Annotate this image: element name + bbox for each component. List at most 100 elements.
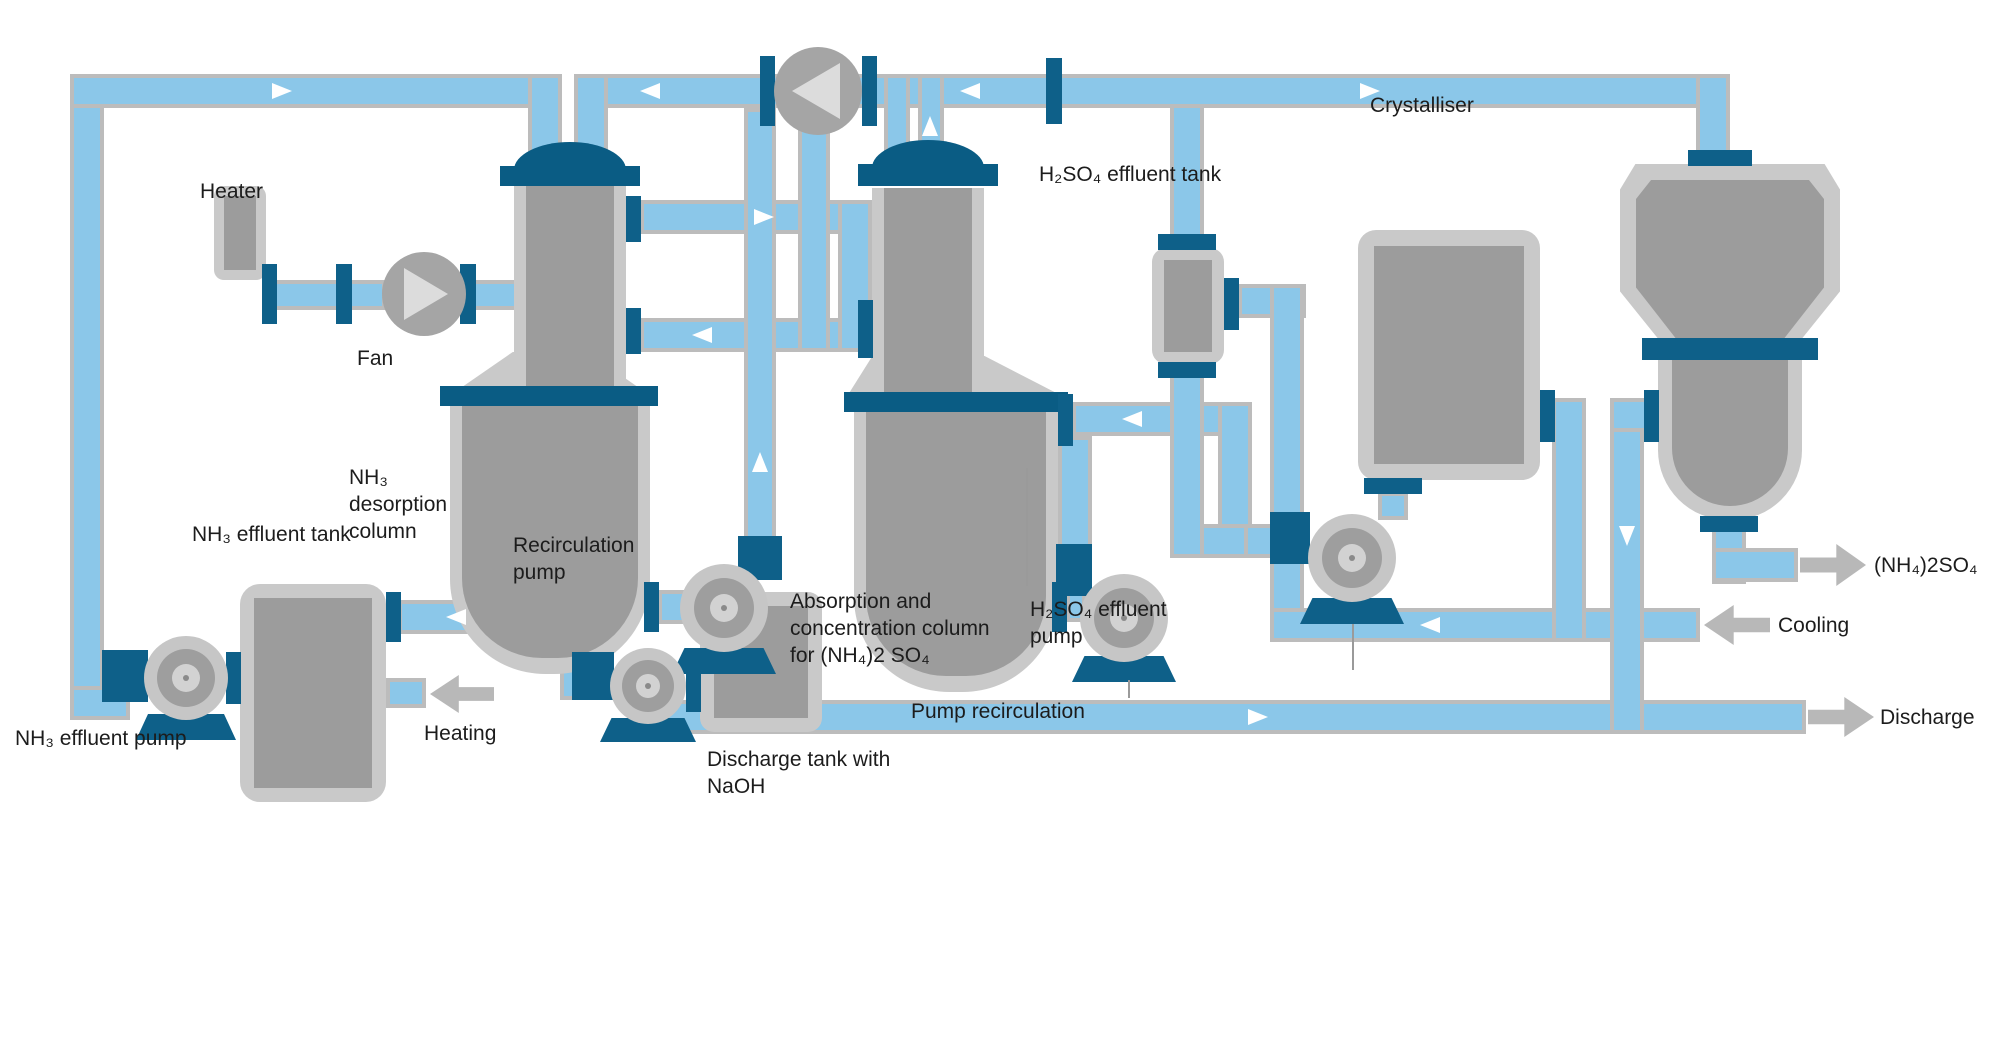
pipe-riser-a	[744, 108, 776, 554]
blower-flange-left	[760, 56, 775, 126]
pipe-absorption-pump-riser	[1058, 436, 1092, 556]
heating-inlet-arrow-icon	[430, 675, 494, 713]
label-nh3-tank: NH₃ effluent tank	[192, 523, 351, 546]
flow-arrow-left-icon	[960, 83, 980, 99]
pipe-v1-tank-cooling	[1552, 398, 1586, 642]
label-desorption-3: column	[349, 520, 417, 543]
h2so4-pump-block	[1270, 512, 1310, 564]
label-heating: Heating	[424, 722, 497, 745]
pipe-heater-fan	[266, 280, 386, 310]
label-naoh-tank-2: NaOH	[707, 775, 766, 798]
pipe-h2so4-tank-down	[1378, 492, 1408, 520]
hx-flange-top	[1158, 234, 1216, 250]
flow-arrow-left-icon	[640, 83, 660, 99]
flow-arrow-left-icon	[1420, 617, 1440, 633]
crystalliser-flange-left	[1644, 390, 1659, 442]
desorption-flange-lower	[626, 308, 641, 354]
desorption-top-inner	[526, 184, 614, 398]
cooling-inlet-arrow-icon	[1704, 605, 1770, 645]
nh3-pump-dot	[183, 675, 189, 681]
crystalliser-flange-bottom	[1700, 516, 1758, 532]
fan-flange-left	[336, 264, 352, 324]
flow-arrow-up-icon	[752, 452, 768, 472]
desorption-body-inner	[462, 400, 638, 658]
pipe-top-left	[70, 74, 562, 108]
pipe-hx-down	[1170, 372, 1204, 558]
flow-arrow-left-icon	[692, 327, 712, 343]
absorption-band	[844, 392, 1068, 412]
desorption-flange-upper	[626, 196, 641, 242]
label-absorption-1: Absorption and	[790, 590, 932, 613]
fan-flange-right	[460, 264, 476, 324]
crystalliser-band	[1642, 338, 1818, 360]
naoh-pump-block	[572, 652, 614, 700]
label-desorption-2: desorption	[349, 493, 448, 516]
crystalliser-hopper-inner	[1636, 180, 1824, 338]
flow-arrow-right-icon	[754, 209, 774, 225]
h2so4-tank-inner	[1374, 246, 1524, 464]
label-crystalliser: Crystalliser	[1370, 94, 1474, 117]
absorption-pump-dot	[1121, 615, 1127, 621]
h2so4-pump-base	[1300, 598, 1404, 624]
label-absorption-2: concentration column	[790, 617, 990, 640]
h2so4-tank-flange-bottom	[1364, 478, 1422, 494]
label-nh3-pump: NH₃ effluent pump	[15, 727, 187, 750]
nh3-pump-block	[102, 650, 148, 702]
label-recirculation-2: pump	[513, 561, 566, 584]
label-discharge: Discharge	[1880, 706, 1975, 729]
absorption-label-leader	[1026, 468, 1028, 586]
label-recirculation-1: Recirculation	[513, 534, 635, 557]
pipe-hx-connector	[1200, 524, 1248, 558]
absorption-pump-discharge	[1056, 544, 1092, 596]
pipe-crystalliser-out-h	[1712, 548, 1798, 582]
discharge-outlet-arrow-icon	[1808, 697, 1874, 737]
flow-arrow-left-icon	[1122, 411, 1142, 427]
naoh-tank-flange	[686, 660, 701, 712]
label-cooling: Cooling	[1778, 614, 1850, 637]
h2so4-tank-flange-right	[1540, 390, 1555, 442]
flow-arrow-down-icon	[1619, 526, 1635, 546]
absorption-flange-right	[1058, 394, 1073, 446]
desorption-flange-bottom	[644, 582, 659, 632]
pipe-top-right	[574, 74, 1730, 108]
pipe-heating-stub	[386, 678, 426, 708]
h2so4-pump-dot	[1349, 555, 1355, 561]
flow-arrow-right-icon	[272, 83, 292, 99]
flow-arrow-up-icon	[922, 116, 938, 136]
pipe-crystalliser-feed	[1696, 74, 1730, 160]
top-valve	[1046, 58, 1062, 124]
absorption-dome-base	[858, 164, 998, 186]
heater-flange	[262, 264, 277, 324]
naoh-pump-dot	[645, 683, 651, 689]
label-nh42so4: (NH₄)2SO₄	[1874, 554, 1978, 577]
flow-arrow-left-icon	[446, 609, 466, 625]
label-fan: Fan	[357, 347, 394, 370]
absorption-body-inner	[866, 410, 1046, 676]
flow-arrow-right-icon	[1248, 709, 1268, 725]
pipe-cooling-riser	[1270, 284, 1304, 642]
absorption-top-inner	[884, 188, 972, 398]
label-absorption-3: for (NH₄)2 SO₄	[790, 644, 930, 667]
label-h2so4-pump-2: pump	[1030, 625, 1083, 648]
pump-recirculation-leader	[1128, 680, 1130, 698]
flow-arrow-right-icon	[1360, 83, 1380, 99]
hx-inner	[1164, 260, 1212, 352]
absorption-flange-left	[858, 300, 873, 358]
recirculation-pump-dot	[721, 605, 727, 611]
desorption-dome-base	[500, 166, 640, 186]
blower-flange-right	[862, 56, 877, 126]
heater-inner	[224, 196, 256, 270]
pipe-v2-crystalliser-down	[1610, 398, 1644, 734]
label-naoh-tank-1: Discharge tank with	[707, 748, 891, 771]
h2so4-pump-leader	[1352, 624, 1354, 670]
label-heater: Heater	[200, 180, 264, 203]
hx-flange-right	[1224, 278, 1239, 330]
nh3-tank-flange-right	[386, 592, 401, 642]
label-pump-recirculation: Pump recirculation	[911, 700, 1085, 723]
pipe-left-vertical	[70, 74, 104, 720]
label-desorption-1: NH₃	[349, 466, 388, 489]
nh3-tank-inner	[254, 598, 372, 788]
hx-flange-bottom	[1158, 362, 1216, 378]
pipe-hx-feed	[1170, 104, 1204, 244]
